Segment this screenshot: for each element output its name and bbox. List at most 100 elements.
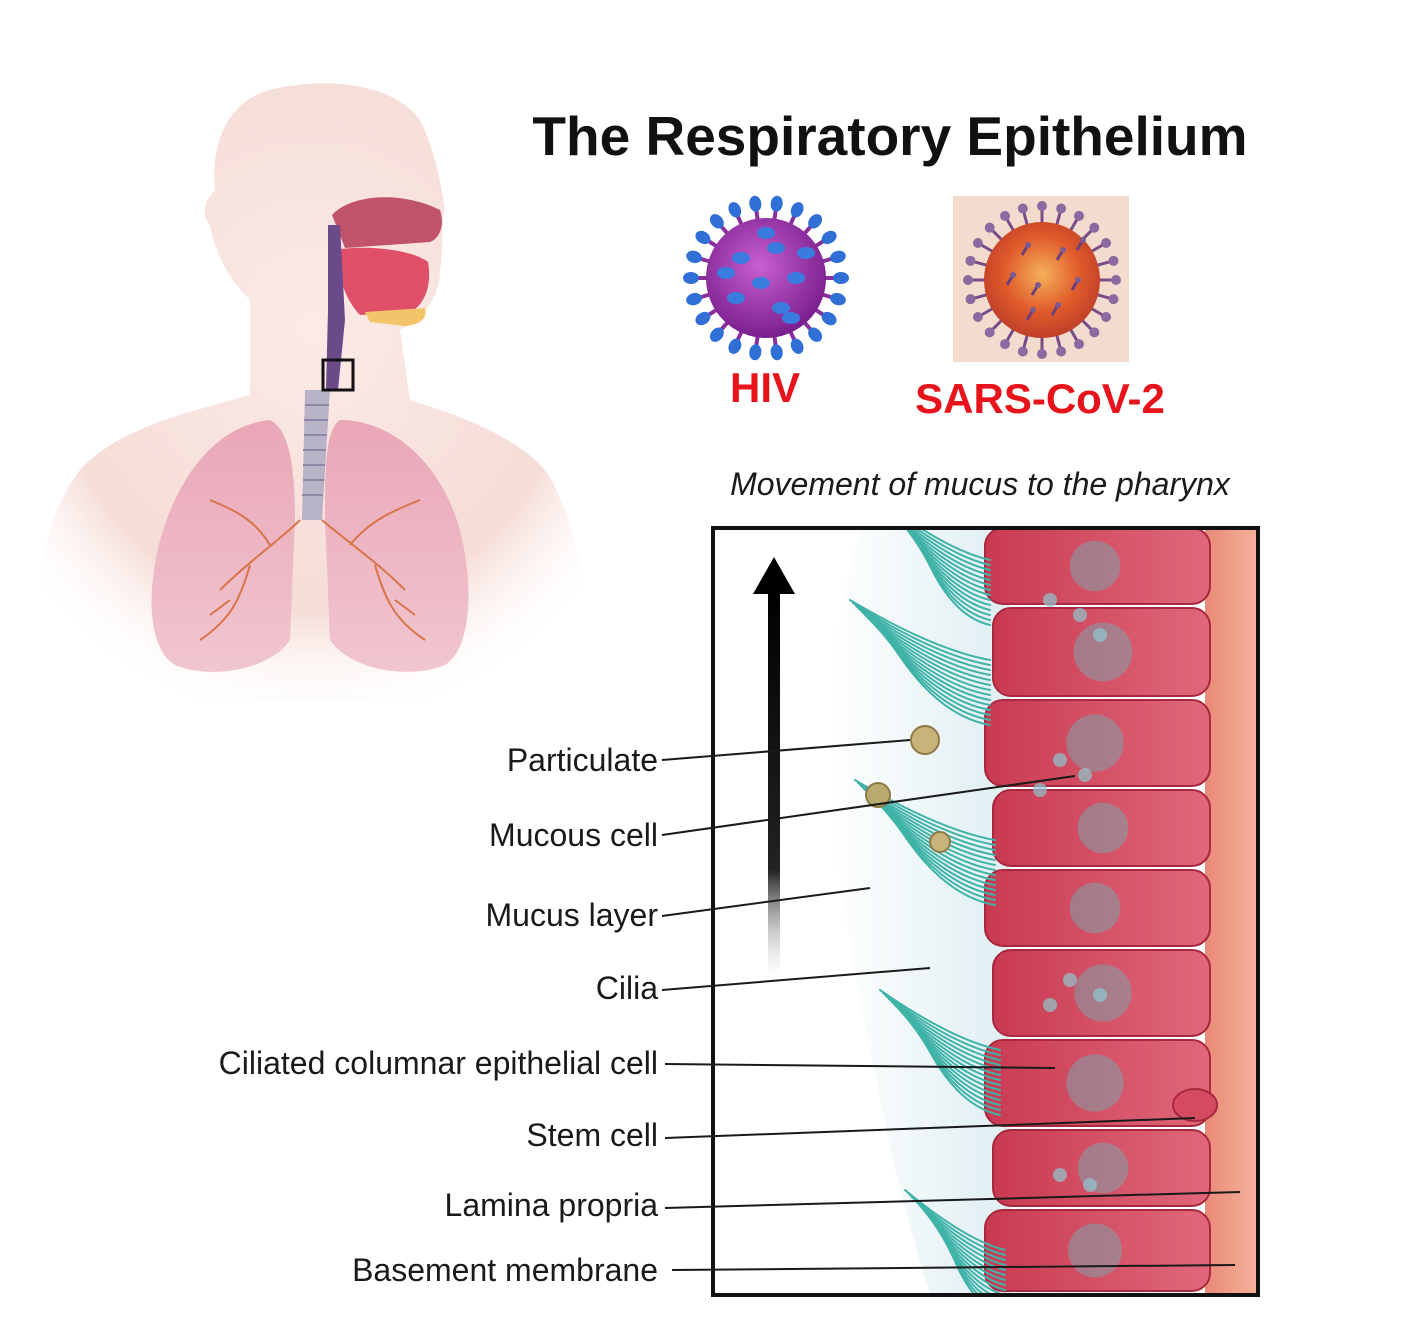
hiv-knob bbox=[717, 267, 735, 279]
hiv-spike-tip bbox=[770, 344, 783, 361]
sars-spike-tip bbox=[984, 222, 995, 233]
cilium bbox=[905, 528, 991, 586]
leader-lamina-propria bbox=[664, 1191, 1241, 1209]
movement-arrow-head bbox=[753, 557, 795, 594]
sars-spike-tip bbox=[1074, 210, 1084, 221]
leader-cilia bbox=[661, 967, 931, 991]
label-basement-membrane: Basement membrane bbox=[352, 1252, 658, 1288]
page-title: The Respiratory Epithelium bbox=[532, 105, 1248, 167]
sars-surface-proteins bbox=[1005, 237, 1086, 321]
cilium bbox=[852, 602, 991, 666]
cilium bbox=[918, 538, 991, 626]
hiv-spike-tip bbox=[686, 250, 702, 264]
pharynx bbox=[326, 225, 345, 390]
hiv-spike-tip bbox=[683, 272, 699, 284]
hiv-spike-tip bbox=[830, 250, 846, 264]
mucous-granule bbox=[1083, 1178, 1097, 1192]
particulate-3 bbox=[929, 831, 951, 853]
epithelial-cell bbox=[984, 1209, 1211, 1292]
hiv-spike-tip bbox=[770, 195, 783, 212]
epithelial-cell bbox=[992, 1129, 1211, 1207]
hiv-spike-tip bbox=[790, 338, 804, 354]
sars-protein-tip bbox=[1035, 282, 1041, 288]
sars-protein-tip bbox=[1010, 272, 1016, 278]
cilium bbox=[879, 989, 1001, 1051]
oral-cavity bbox=[335, 247, 430, 315]
sars-cov-2-label: SARS-CoV-2 bbox=[915, 375, 1165, 422]
particulate-1 bbox=[910, 725, 940, 755]
sars-spike-tip bbox=[1017, 346, 1028, 357]
jaw-bone bbox=[365, 308, 426, 326]
nasal-cavity bbox=[332, 197, 442, 248]
sars-spike-tip bbox=[965, 255, 976, 266]
hiv-spike-tip bbox=[790, 202, 804, 218]
leader-mucus-layer bbox=[661, 887, 871, 917]
cell-nucleus bbox=[1066, 714, 1124, 772]
epithelial-cell bbox=[984, 869, 1211, 947]
sars-spike-tip bbox=[1074, 339, 1084, 350]
movement-arrow-shaft bbox=[768, 590, 780, 990]
mucous-granule bbox=[1093, 628, 1107, 642]
epithelial-cell bbox=[984, 1039, 1211, 1127]
cilium bbox=[888, 638, 991, 726]
cilium bbox=[906, 528, 991, 581]
sars-spike-tip bbox=[1017, 203, 1028, 214]
hiv-knob bbox=[797, 247, 815, 259]
sars-spike-tip bbox=[1101, 312, 1112, 322]
cilium bbox=[849, 599, 991, 661]
sars-spike-tip bbox=[1089, 327, 1100, 338]
leader-stem-cell bbox=[664, 1117, 1196, 1139]
leader-ciliated-cell bbox=[664, 1063, 1056, 1069]
particulate-2 bbox=[865, 782, 891, 808]
mucous-granule bbox=[1053, 753, 1067, 767]
label-ciliated-columnar-cell: Ciliated columnar epithelial cell bbox=[218, 1045, 658, 1081]
cilium bbox=[918, 1028, 1001, 1116]
sars-capsid bbox=[984, 222, 1100, 338]
cilium bbox=[913, 528, 991, 566]
label-cilia: Cilia bbox=[595, 970, 658, 1006]
hiv-spike-tip bbox=[695, 311, 711, 326]
mucous-granule bbox=[1053, 1168, 1067, 1182]
hiv-spike-tip bbox=[808, 327, 823, 342]
hiv-spike-tip bbox=[830, 292, 846, 306]
epithelial-cell bbox=[992, 789, 1211, 867]
trachea-focus-box bbox=[321, 358, 355, 392]
sars-spike-tip bbox=[1000, 339, 1010, 350]
hiv-spike-tip bbox=[749, 344, 762, 361]
cilium bbox=[855, 605, 991, 671]
hiv-knob bbox=[767, 242, 785, 254]
mucous-granule bbox=[1043, 593, 1057, 607]
hiv-knob bbox=[732, 252, 750, 264]
mucous-granule bbox=[1073, 608, 1087, 622]
hiv-spike-tip bbox=[749, 195, 762, 212]
label-lamina-propria: Lamina propria bbox=[444, 1187, 658, 1223]
sars-spike-tip bbox=[1037, 349, 1047, 359]
stem-cell-shape bbox=[1172, 1088, 1218, 1122]
sars-spike-tip bbox=[963, 275, 973, 285]
movement-caption: Movement of mucus to the pharynx bbox=[730, 466, 1230, 502]
leader-basement-membrane bbox=[671, 1264, 1236, 1271]
sars-spike-tip bbox=[1108, 255, 1119, 266]
sars-protein-tip bbox=[1080, 237, 1086, 243]
cilium bbox=[885, 995, 1001, 1061]
leader-particulate bbox=[661, 739, 911, 761]
sars-spike-tip bbox=[1111, 275, 1121, 285]
sars-spike-tip bbox=[972, 312, 983, 322]
cell-nucleus bbox=[1066, 1054, 1124, 1112]
hiv-spike-tip bbox=[695, 230, 711, 245]
sars-spike-tip bbox=[1056, 203, 1067, 214]
cell-nucleus bbox=[1077, 802, 1129, 854]
label-particulate: Particulate bbox=[506, 742, 658, 778]
bronchial-tree bbox=[199, 499, 426, 641]
sars-spike-tip bbox=[984, 327, 995, 338]
cilium bbox=[864, 614, 991, 686]
cilium bbox=[858, 608, 991, 676]
epithelial-cell bbox=[984, 528, 1211, 605]
hiv-spike-tip bbox=[808, 214, 823, 229]
leader-lines bbox=[661, 739, 1241, 1271]
sars-spike-tip bbox=[1037, 201, 1047, 211]
hiv-capsid bbox=[706, 218, 826, 338]
human-figure bbox=[25, 83, 600, 700]
cell-nucleus bbox=[1068, 1223, 1122, 1278]
